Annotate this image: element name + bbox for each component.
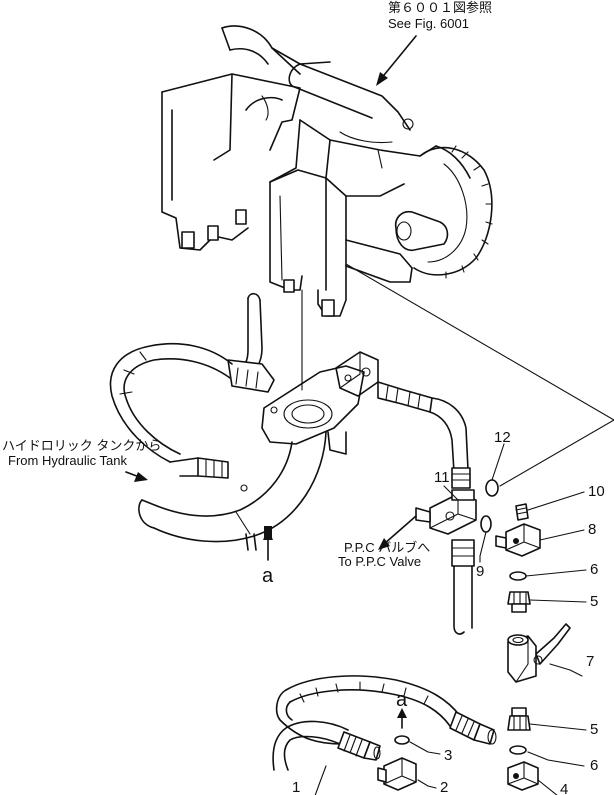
fig-ref-jp-label: 第６００１図参照 xyxy=(388,0,492,15)
ppc-hose xyxy=(377,381,471,489)
elbow-4 xyxy=(507,761,539,791)
hose-to-ppc xyxy=(451,539,475,635)
pump-hose xyxy=(109,292,275,479)
part-number-5b: 5 xyxy=(590,721,598,738)
part-number-11: 11 xyxy=(434,469,450,486)
part-number-9: 9 xyxy=(476,563,484,580)
view-a-arrow-detail xyxy=(397,708,407,729)
o-ring-3 xyxy=(394,735,410,745)
adapter-5b xyxy=(507,707,531,731)
part-number-2: 2 xyxy=(440,779,448,795)
assembly-leader-lines xyxy=(345,263,614,487)
elbow-valve-8 xyxy=(495,523,541,557)
o-ring-6a xyxy=(509,571,527,581)
plug-10 xyxy=(515,503,529,521)
pump-assembly xyxy=(161,25,493,391)
part-number-8: 8 xyxy=(588,521,596,538)
from-tank-arrow xyxy=(125,471,148,482)
tank-en-label: From Hydraulic Tank xyxy=(8,453,127,468)
ppc-arrow xyxy=(378,515,417,550)
fig-ref-leader xyxy=(376,35,417,86)
part-number-5a: 5 xyxy=(590,593,598,610)
part-number-10: 10 xyxy=(588,483,605,500)
part-number-12: 12 xyxy=(494,429,511,446)
part-number-6b: 6 xyxy=(590,757,598,774)
adapter-5a xyxy=(507,591,531,613)
part-leaders xyxy=(314,443,587,795)
o-ring-9 xyxy=(480,515,492,533)
view-a-arrow-main xyxy=(263,528,273,561)
ppc-en-label: To P.P.C Valve xyxy=(338,554,421,569)
part-number-1: 1 xyxy=(292,779,300,795)
view-a-label-main: a xyxy=(262,565,274,587)
part-number-3: 3 xyxy=(444,747,452,764)
o-ring-12 xyxy=(485,479,499,497)
part-number-4: 4 xyxy=(560,781,568,795)
elbow-2 xyxy=(377,757,417,791)
fig-ref-en-label: See Fig. 6001 xyxy=(388,16,469,31)
ball-valve-7 xyxy=(507,623,571,683)
tee-fitting-11 xyxy=(415,489,477,535)
ppc-jp-label: P.P.C バルブへ xyxy=(344,540,430,555)
view-a-label-detail: a xyxy=(396,689,408,711)
part-number-7: 7 xyxy=(586,653,594,670)
o-ring-6b xyxy=(509,745,527,755)
part-number-6a: 6 xyxy=(590,561,598,578)
hose-1 xyxy=(272,675,497,771)
tank-jp-label: ハイドロリック タンクから xyxy=(2,438,161,453)
